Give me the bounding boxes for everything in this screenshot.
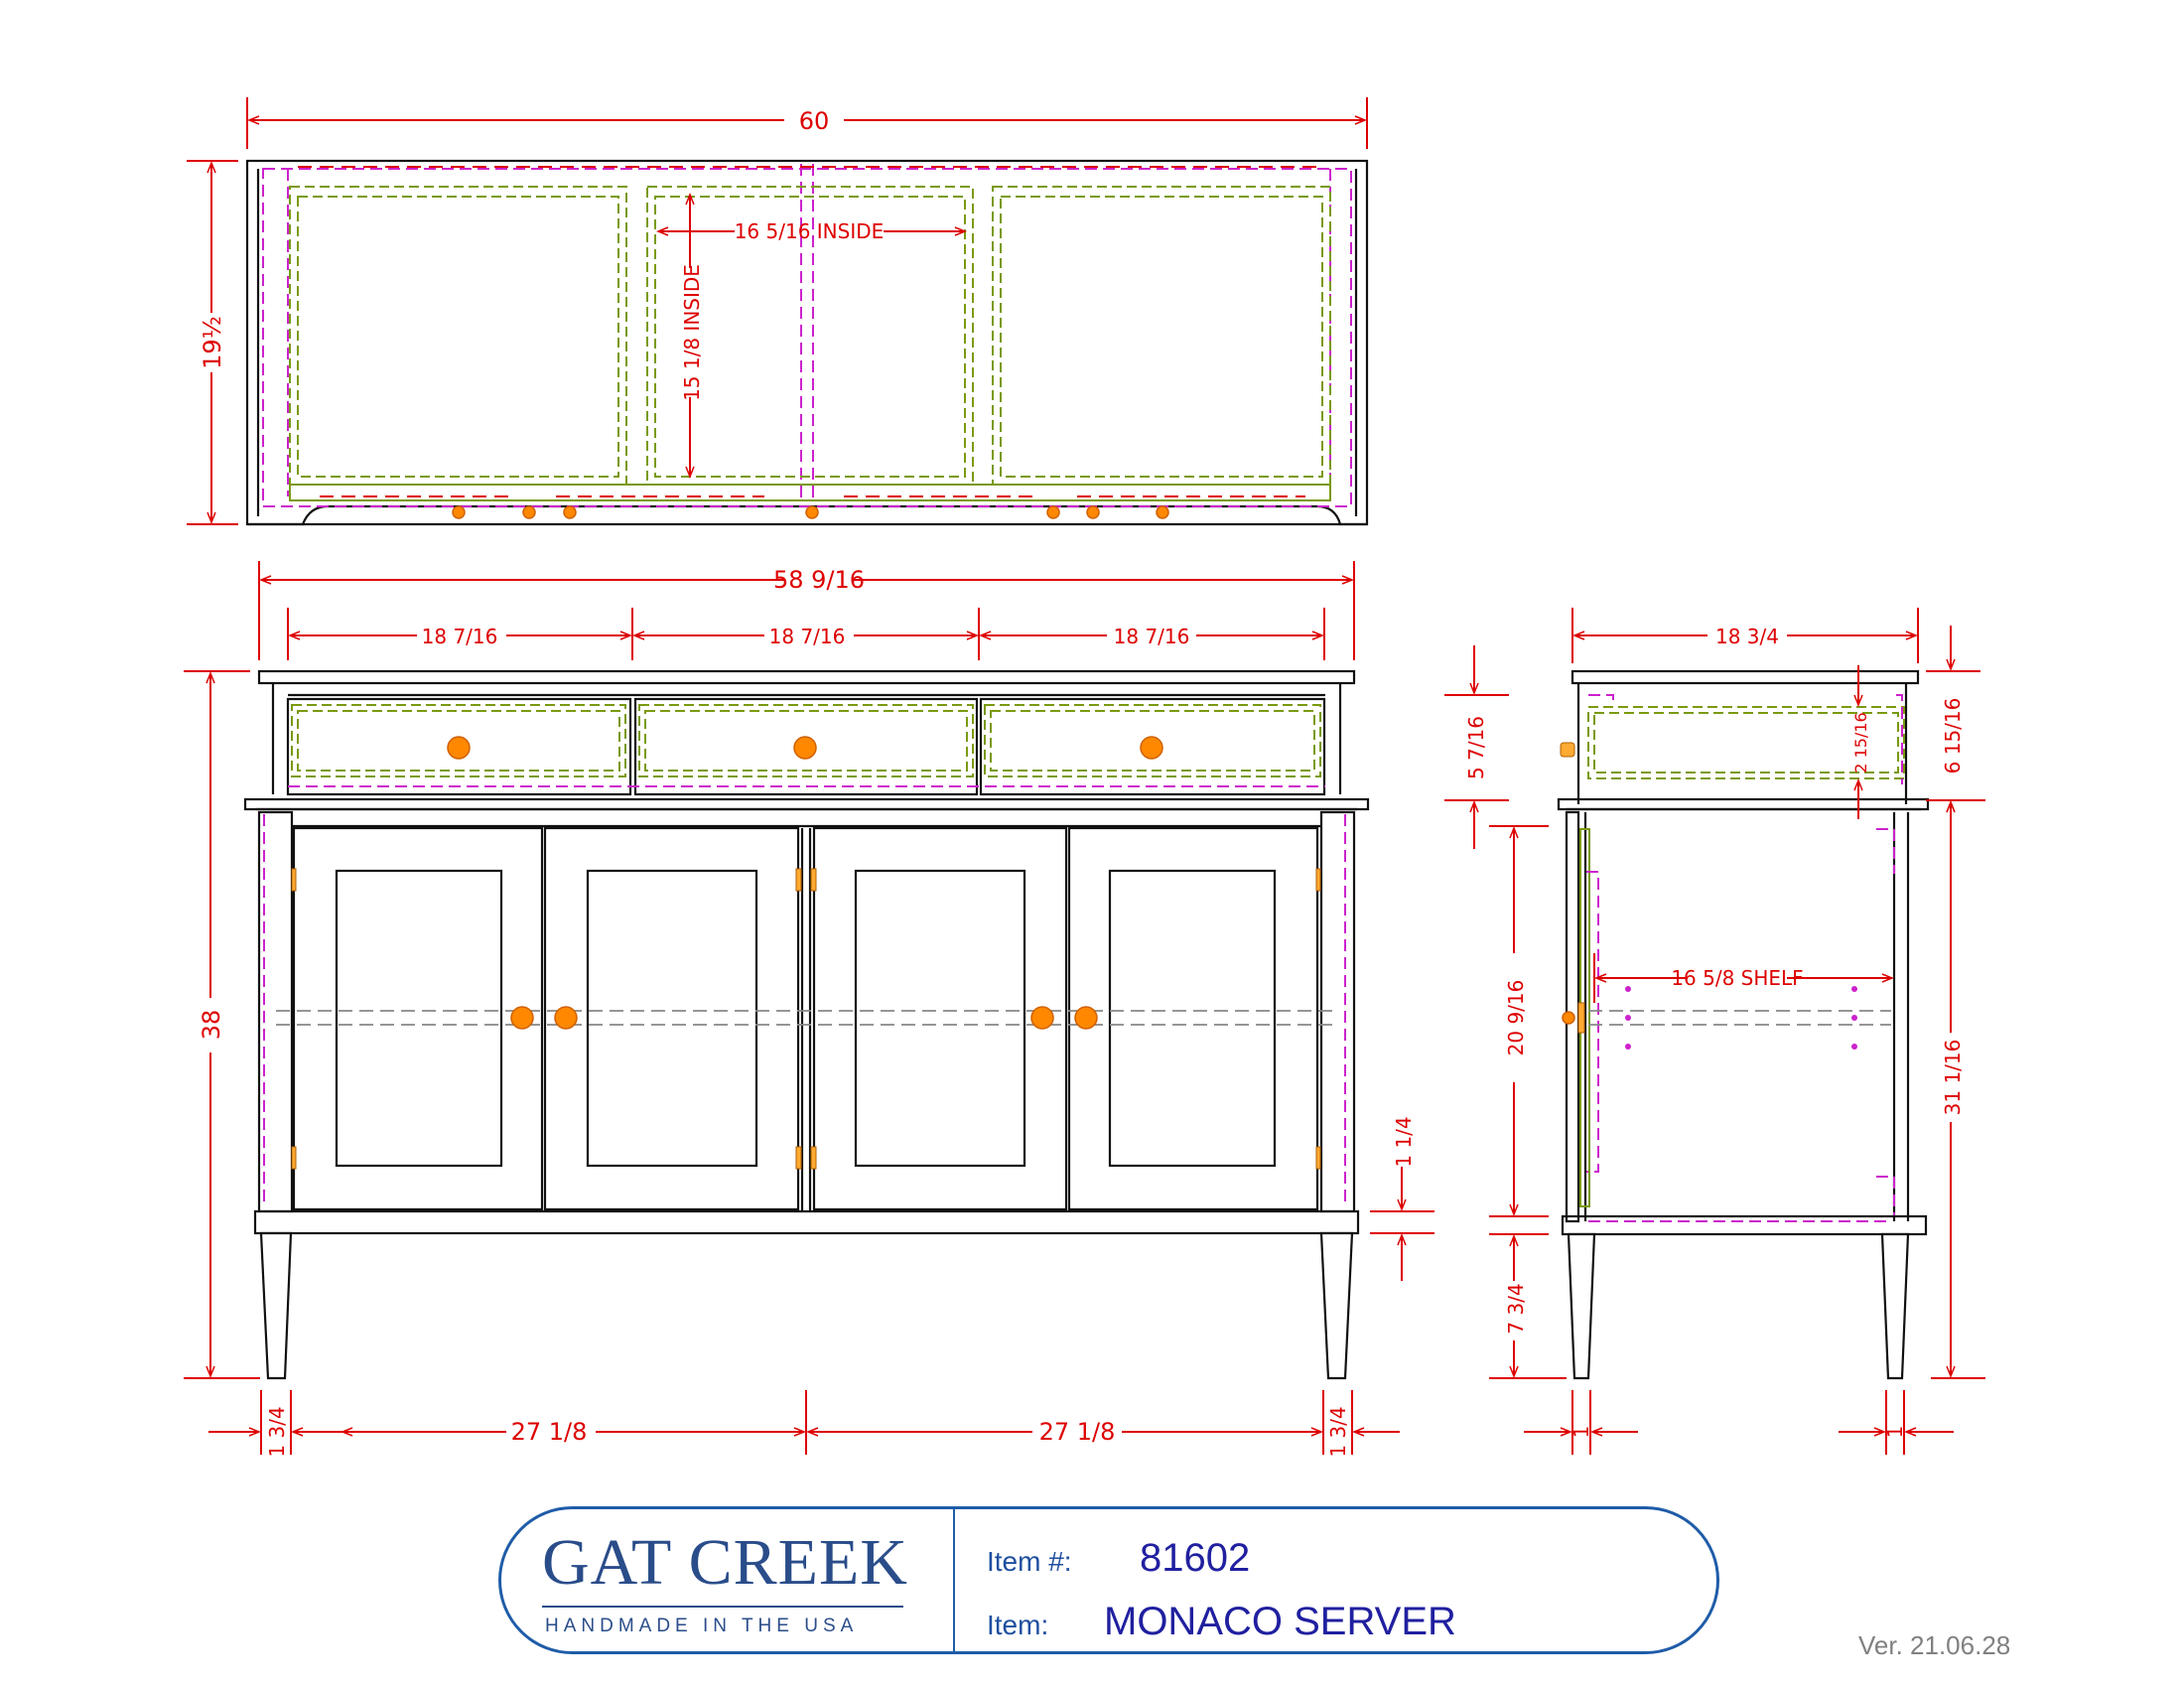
logo-tagline: HANDMADE IN THE USA — [545, 1616, 859, 1636]
dim-front-top-width: 58 9/16 — [773, 566, 865, 594]
front-view: 58 9/16 18 7/16 18 7/16 18 7/16 38 1 1/4 — [184, 561, 1434, 1458]
dim-top-depth: 19½ — [199, 316, 226, 369]
dim-base-rail: 1 1/4 — [1392, 1116, 1416, 1167]
side-door-knob — [1562, 1011, 1575, 1025]
top-view: 60 19½ 16 5/16 INSIDE 15 1/8 INSIDE — [187, 97, 1369, 526]
dim-side-depth: 18 3/4 — [1715, 625, 1779, 648]
dim-leg-height: 7 3/4 — [1504, 1283, 1528, 1334]
top-drawer-pull-2 — [522, 505, 536, 519]
dim-upper-total: 6 15/16 — [1941, 698, 1965, 774]
item-name-value: MONACO SERVER — [1104, 1600, 1456, 1643]
dim-shelf-depth: 16 5/8 SHELF — [1671, 966, 1803, 990]
side-view: 18 3/4 5 7/16 2 15/16 6 15/16 20 9/16 16… — [1444, 608, 1985, 1455]
logo-rule — [542, 1606, 903, 1608]
door-knob-4 — [1074, 1006, 1098, 1030]
door-knob-1 — [510, 1006, 534, 1030]
item-name-label: Item: — [987, 1610, 1049, 1640]
dim-drawer-width-2: 18 7/16 — [769, 625, 846, 648]
top-door-pull-4 — [1156, 505, 1169, 519]
dim-drawer-depth: 2 15/16 — [1851, 712, 1870, 773]
company-logo: GAT CREEK — [542, 1526, 908, 1599]
dim-leg-thickness-front: 1 — [1570, 1426, 1593, 1439]
dim-case-total: 31 1/16 — [1941, 1040, 1965, 1116]
dim-upper-height: 5 7/16 — [1464, 716, 1488, 779]
title-block: GAT CREEK HANDMADE IN THE USA Item #: 81… — [498, 1506, 1722, 1657]
drawer-knob-3 — [1140, 736, 1163, 760]
dim-case-height: 20 9/16 — [1504, 980, 1528, 1056]
version-label: Ver. 21.06.28 — [1858, 1630, 2011, 1660]
dim-inside-depth: 15 1/8 INSIDE — [680, 264, 704, 401]
drawer-knob-2 — [793, 736, 817, 760]
item-number-value: 81602 — [1140, 1536, 1251, 1580]
item-number-label: Item #: — [987, 1546, 1072, 1577]
top-door-pull-2 — [1046, 505, 1060, 519]
title-block-divider — [953, 1509, 955, 1654]
dim-drawer-width-3: 18 7/16 — [1114, 625, 1190, 648]
dim-overall-height: 38 — [198, 1010, 225, 1041]
door-knob-2 — [554, 1006, 578, 1030]
dim-leg-span-right: 27 1/8 — [1039, 1418, 1116, 1446]
dim-inside-width: 16 5/16 INSIDE — [735, 219, 885, 243]
dim-leg-thickness-back: 1 — [1883, 1426, 1907, 1439]
door-knob-3 — [1030, 1006, 1054, 1030]
dim-drawer-width-1: 18 7/16 — [422, 625, 498, 648]
side-drawer-knob — [1560, 742, 1575, 758]
drawer-knob-1 — [447, 736, 471, 760]
dim-leg-span-left: 27 1/8 — [511, 1418, 588, 1446]
dim-top-width: 60 — [799, 107, 830, 135]
top-drawer-pull-1 — [452, 505, 466, 519]
dim-leg-inset-left: 1 3/4 — [265, 1406, 289, 1457]
top-drawer-pull-3 — [563, 505, 577, 519]
top-door-pull-1 — [805, 505, 819, 519]
title-block-border — [498, 1506, 1719, 1654]
dim-leg-inset-right: 1 3/4 — [1326, 1406, 1350, 1457]
top-door-pull-3 — [1086, 505, 1100, 519]
